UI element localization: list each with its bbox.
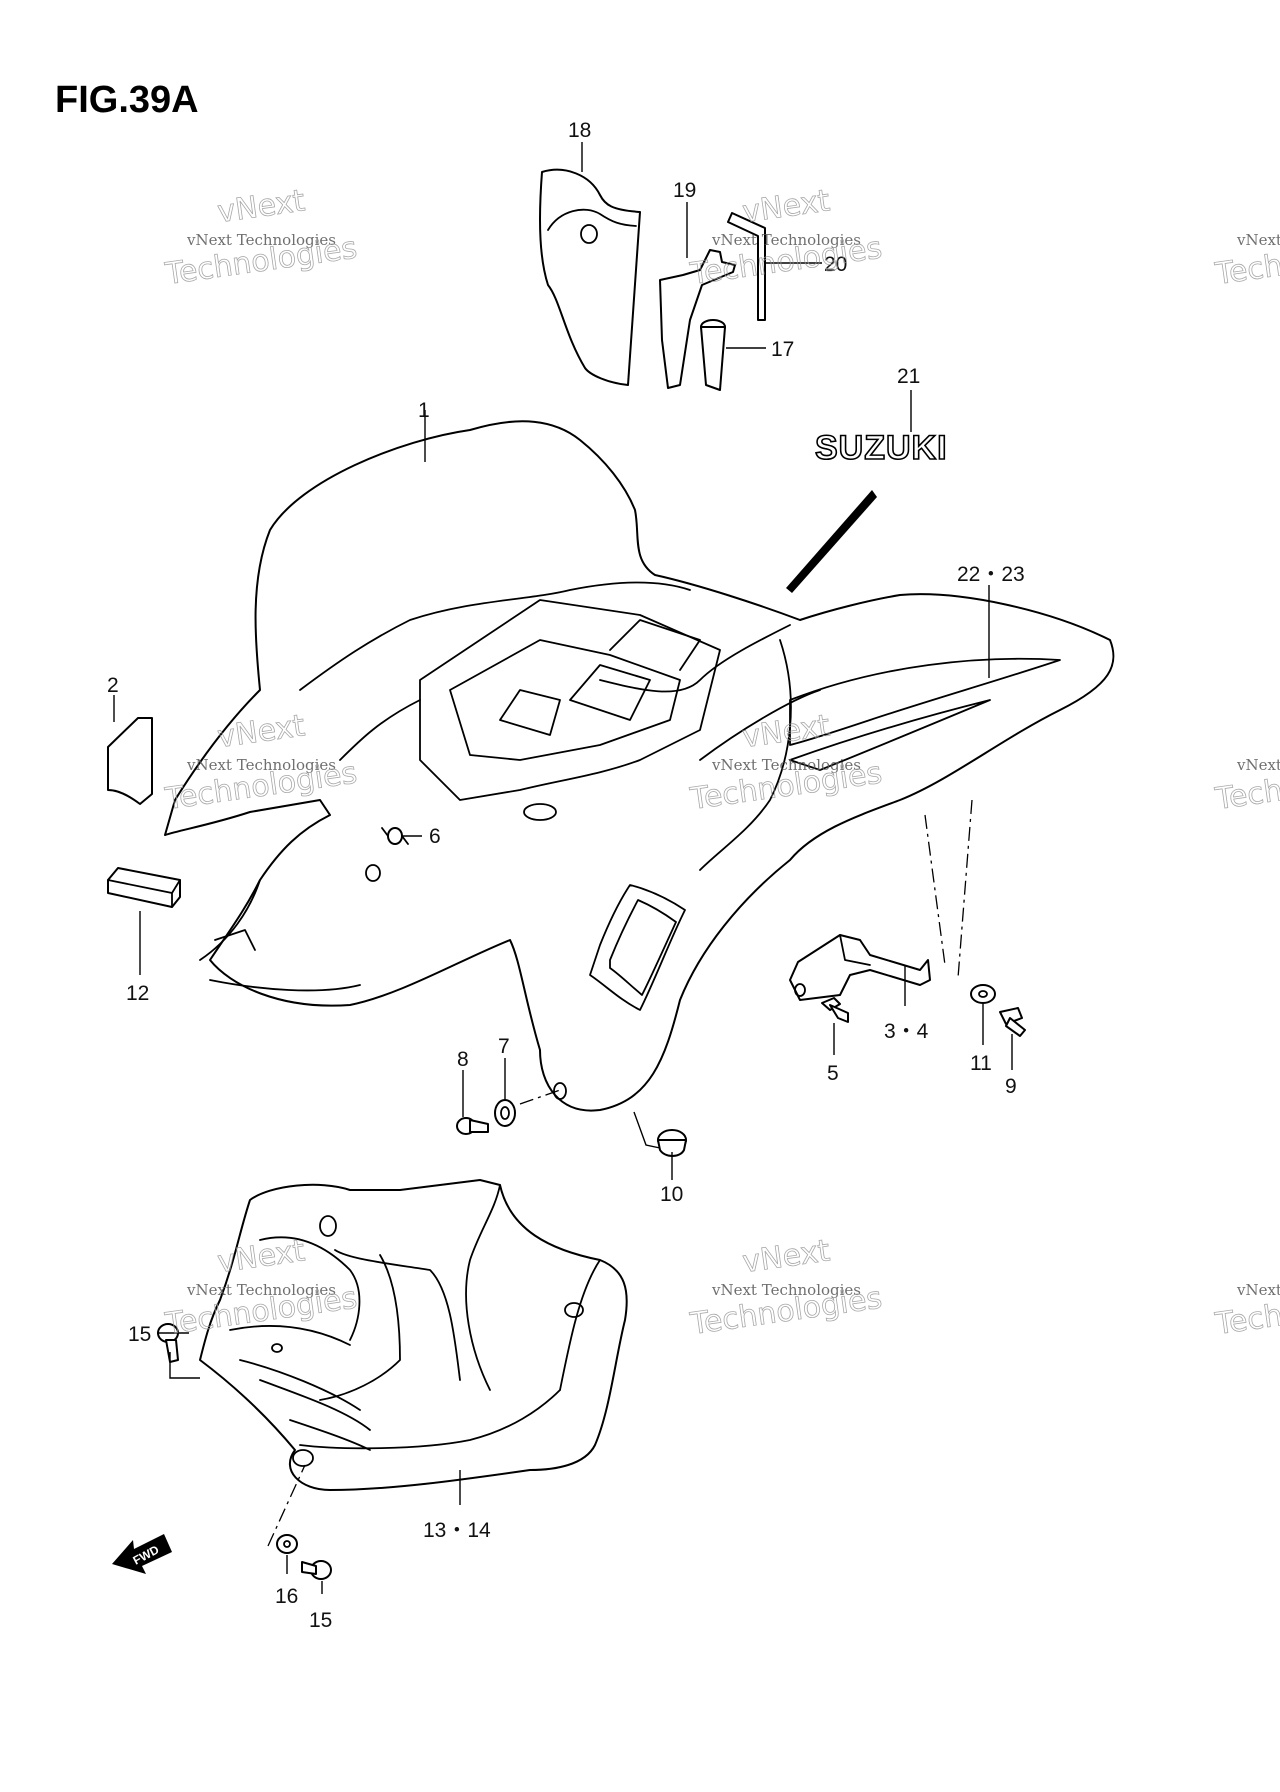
callout-8: 8 — [457, 1048, 469, 1071]
svg-text:vNext Technologies: vNext Technologies — [711, 1281, 861, 1299]
part-2-pad — [107, 717, 153, 805]
part-17-sleeve — [700, 319, 726, 391]
part-18-cover — [539, 168, 641, 386]
callout-22-23: 22・23 — [957, 563, 1025, 586]
svg-text:vNext Technologies: vNext Technologies — [186, 1281, 336, 1299]
callout-18: 18 — [568, 119, 591, 142]
fastener-15-screw-lower — [301, 1560, 332, 1580]
callout-7: 7 — [498, 1035, 510, 1058]
callout-10: 10 — [660, 1183, 683, 1206]
svg-text:vNext: vNext — [740, 1233, 832, 1280]
part-13-14-mud-guard — [199, 1179, 628, 1491]
callout-3-4: 3・4 — [884, 1020, 929, 1043]
watermark-6: vNext vNext Technologies Technologies — [687, 1233, 885, 1343]
svg-text:vNext Technologies: vNext Technologies — [711, 756, 861, 774]
svg-text:vNext Technologies: vNext Technologies — [1236, 1281, 1280, 1299]
callout-6: 6 — [429, 825, 441, 848]
callout-11: 11 — [970, 1052, 992, 1075]
callout-20: 20 — [824, 253, 847, 276]
callout-12: 12 — [126, 982, 149, 1005]
callout-15-upper: 15 — [128, 1323, 151, 1346]
callout-21: 21 — [897, 365, 920, 388]
watermark-2: vNext vNext Technologies Technologies — [687, 183, 885, 293]
fastener-6-screw — [381, 827, 409, 845]
suzuki-decal-text: SUZUKI — [815, 429, 948, 467]
fastener-9-bolt — [999, 1007, 1026, 1037]
fastener-5-screw — [821, 997, 849, 1023]
svg-text:vNext Technologies: vNext Technologies — [1236, 231, 1280, 249]
watermark-edge-1: vNext Technologies Technologies — [1212, 230, 1280, 292]
fastener-11-washer — [970, 984, 996, 1004]
callout-16: 16 — [275, 1585, 298, 1608]
svg-text:vNext Technologies: vNext Technologies — [186, 756, 336, 774]
part-1-rear-fender — [164, 420, 1115, 1112]
part-20-hex-key — [727, 212, 766, 321]
callout-2: 2 — [107, 674, 119, 697]
part-19-tool — [659, 249, 736, 389]
watermark-1: vNext vNext Technologies Technologies — [162, 183, 360, 293]
callout-17: 17 — [771, 338, 794, 361]
svg-text:vNext Technologies: vNext Technologies — [186, 231, 336, 249]
svg-text:vNext Technologies: vNext Technologies — [711, 231, 861, 249]
callout-13-14: 13・14 — [423, 1519, 491, 1542]
callout-9: 9 — [1005, 1075, 1017, 1098]
fastener-8-screw — [456, 1117, 489, 1135]
watermark-edge-2: vNext Technologies Technologies — [1212, 755, 1280, 817]
leader-lines — [113, 142, 1013, 1594]
fwd-arrow-icon: FWD — [112, 1534, 172, 1574]
watermark-edge-3: vNext Technologies Technologies — [1212, 1280, 1280, 1342]
fastener-16-washer — [276, 1534, 298, 1554]
callout-15-lower: 15 — [309, 1609, 332, 1632]
fastener-7-washer — [494, 1099, 516, 1127]
fastener-10-nut — [657, 1129, 687, 1157]
callout-labels: 18 19 20 17 21 1 22・23 2 6 12 3・4 5 11 9… — [107, 119, 1025, 1632]
part-21-suzuki-decal: SUZUKI — [814, 428, 948, 468]
svg-text:vNext: vNext — [740, 183, 832, 230]
figure-title: FIG.39A — [55, 79, 199, 121]
callout-1: 1 — [418, 399, 430, 422]
svg-text:vNext Technologies: vNext Technologies — [1236, 756, 1280, 774]
part-12-foam-block — [107, 867, 181, 908]
callout-5: 5 — [827, 1062, 839, 1085]
callout-19: 19 — [673, 179, 696, 202]
part-3-4-bracket — [789, 934, 931, 1001]
svg-text:vNext: vNext — [215, 183, 307, 230]
pointer-wedge — [786, 490, 877, 593]
